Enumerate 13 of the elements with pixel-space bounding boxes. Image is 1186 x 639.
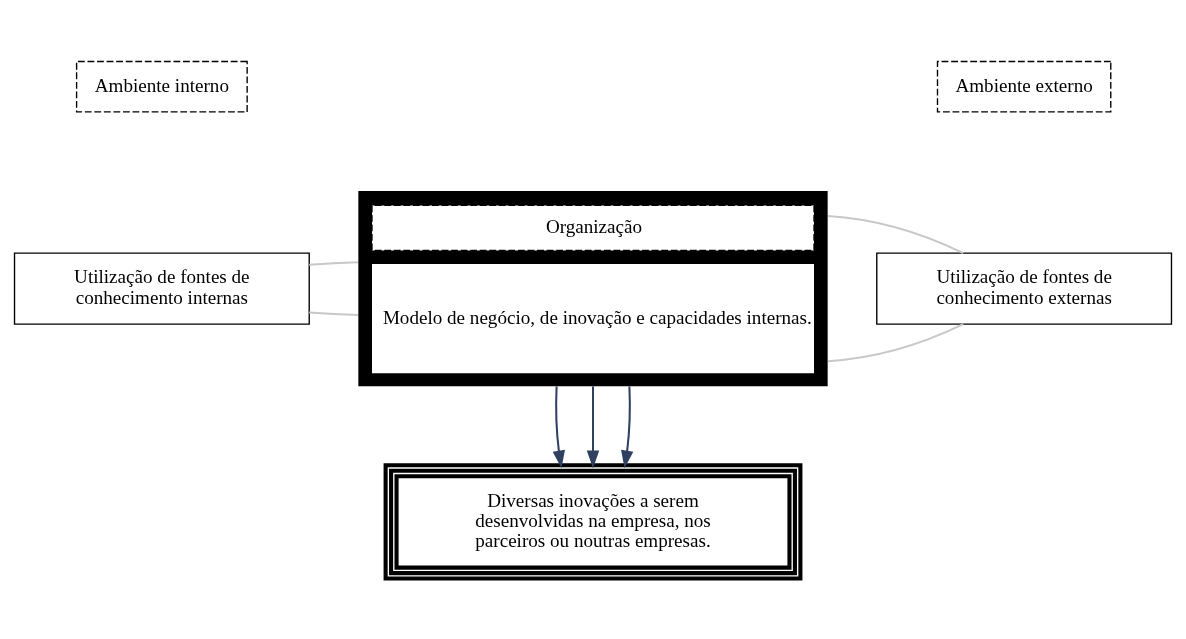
connector — [309, 260, 359, 266]
node-box: Utilização de fontes de conhecimento internas — [13, 251, 310, 325]
arrow — [586, 385, 600, 468]
connector — [827, 214, 964, 254]
node-box: Utilização de fontes de conhecimento externas — [876, 251, 1173, 325]
node-box: Organização Modelo de negócio, de inovação e capacidades internas. — [358, 190, 828, 386]
node-box: Diversas inovações a serem desenvolvidas na empresa, nos parceiros ou noutras empresas. — [383, 462, 803, 581]
connector — [827, 322, 964, 362]
node-box: Ambiente interno — [75, 60, 248, 113]
arrow — [552, 385, 565, 468]
node-box: Ambiente externo — [936, 60, 1112, 113]
connector — [309, 311, 359, 316]
arrow — [621, 385, 634, 468]
